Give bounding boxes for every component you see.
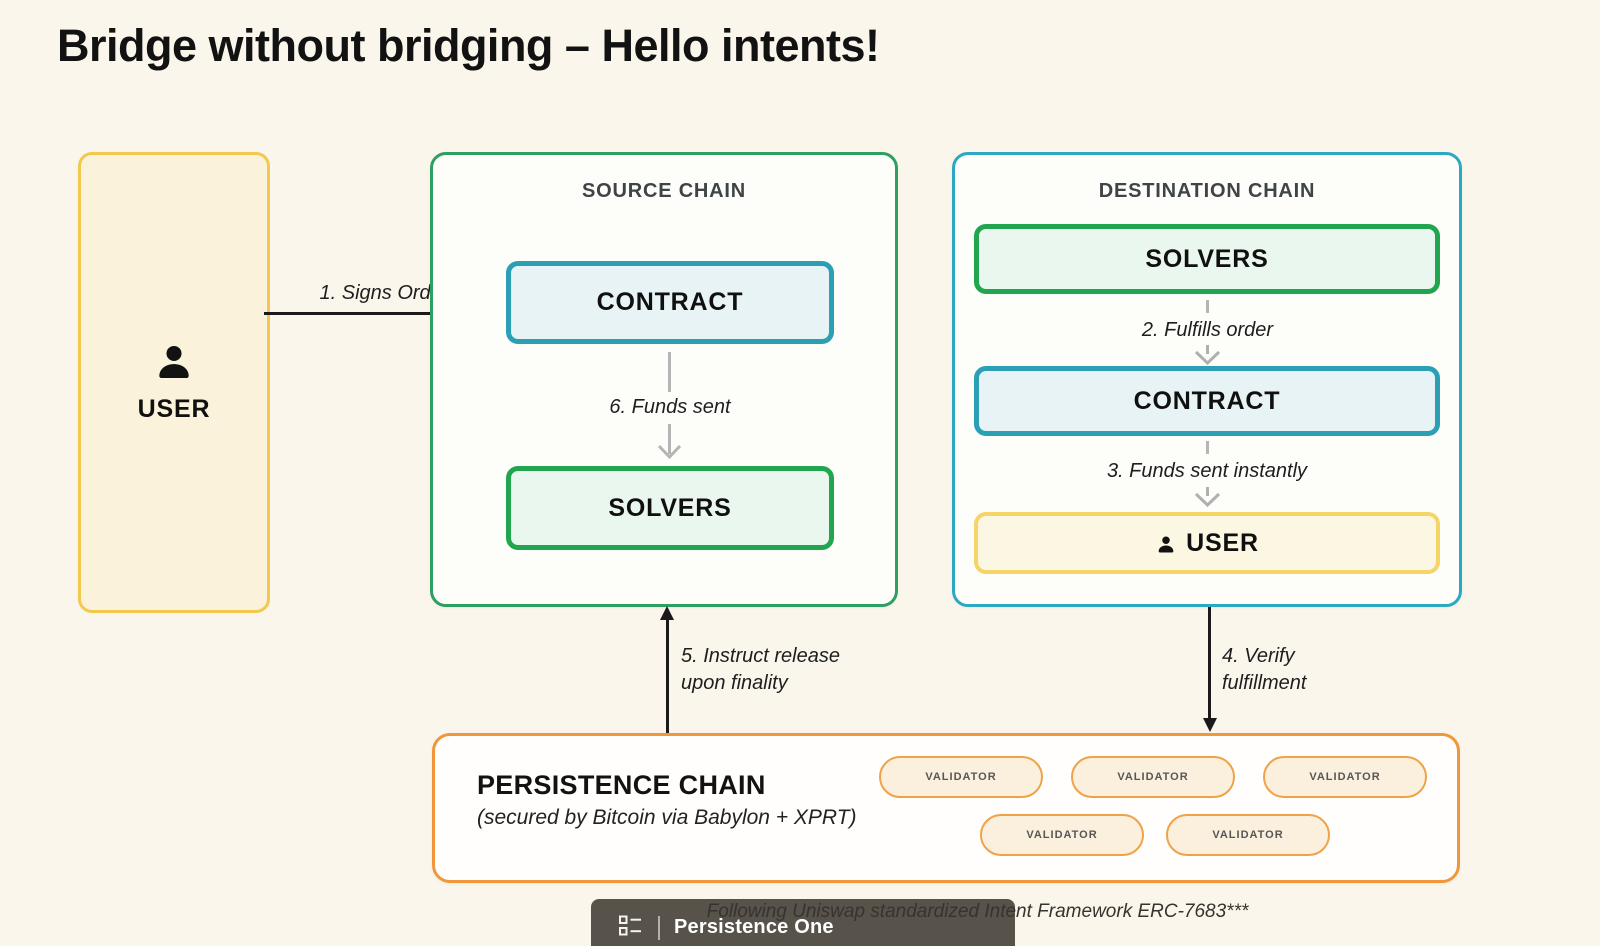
flow-label-funds-sent: 6. Funds sent (609, 396, 731, 418)
validator-pill: VALIDATOR (879, 756, 1043, 798)
person-icon (152, 341, 196, 385)
source-solvers-label: SOLVERS (608, 493, 732, 522)
funds-instant-arrow-icon (1194, 487, 1221, 508)
flow-label-fulfills-order: 2. Fulfills order (1141, 319, 1274, 341)
source-contract-label: CONTRACT (596, 288, 744, 316)
arrow-signs-order-line (264, 312, 496, 315)
destination-contract-label: CONTRACT (1133, 386, 1281, 415)
footnote: Following Uniswap standardized Intent Fr… (706, 901, 1249, 922)
validator-pill: VALIDATOR (1263, 756, 1427, 798)
flow-label-signs-order: 1. Signs Order (319, 282, 449, 304)
funds-instant-connector-tick (1206, 441, 1209, 454)
persistence-one-logo-icon (617, 912, 644, 944)
flow-label-instruct-release: 5. Instruct release upon finality (681, 645, 840, 694)
persistence-chain-subtitle: (secured by Bitcoin via Babylon + XPRT) (477, 806, 857, 829)
destination-user-node: USER (974, 512, 1440, 574)
brand-name: Persistence One (674, 916, 834, 938)
destination-solvers-node: SOLVERS (974, 224, 1440, 294)
persistence-chain-title: PERSISTENCE CHAIN (477, 770, 766, 800)
validator-pill: VALIDATOR (1071, 756, 1235, 798)
source-chain-heading: SOURCE CHAIN (581, 180, 747, 202)
arrow-verify-head (1202, 718, 1217, 732)
user-panel: USER (78, 152, 270, 613)
destination-user-label: USER (1186, 528, 1259, 557)
fulfills-arrow-icon (1194, 345, 1221, 366)
funds-sent-arrow-icon (657, 424, 682, 460)
destination-contract-node: CONTRACT (974, 366, 1440, 436)
destination-solvers-label: SOLVERS (1145, 244, 1269, 273)
flow-label-funds-sent-instantly: 3. Funds sent instantly (1106, 460, 1308, 482)
validator-pill: VALIDATOR (1166, 814, 1330, 856)
person-icon-small (1155, 531, 1177, 556)
destination-chain-heading: DESTINATION CHAIN (1098, 180, 1316, 202)
arrow-verify-line (1208, 607, 1211, 720)
arrow-instruct-release-head (660, 606, 674, 620)
funds-sent-connector-top (668, 352, 671, 392)
brand-bar: Persistence One (591, 899, 1015, 946)
arrow-instruct-release-line (666, 618, 669, 734)
source-solvers-node: SOLVERS (506, 466, 834, 550)
validator-pill: VALIDATOR (980, 814, 1144, 856)
brand-separator (658, 915, 660, 940)
flow-label-verify: 4. Verify fulfillment (1222, 645, 1307, 694)
page-title: Bridge without bridging – Hello intents! (57, 20, 880, 71)
fulfills-connector-tick (1206, 300, 1209, 313)
source-contract-node: CONTRACT (506, 261, 834, 344)
user-panel-label: USER (137, 395, 211, 423)
